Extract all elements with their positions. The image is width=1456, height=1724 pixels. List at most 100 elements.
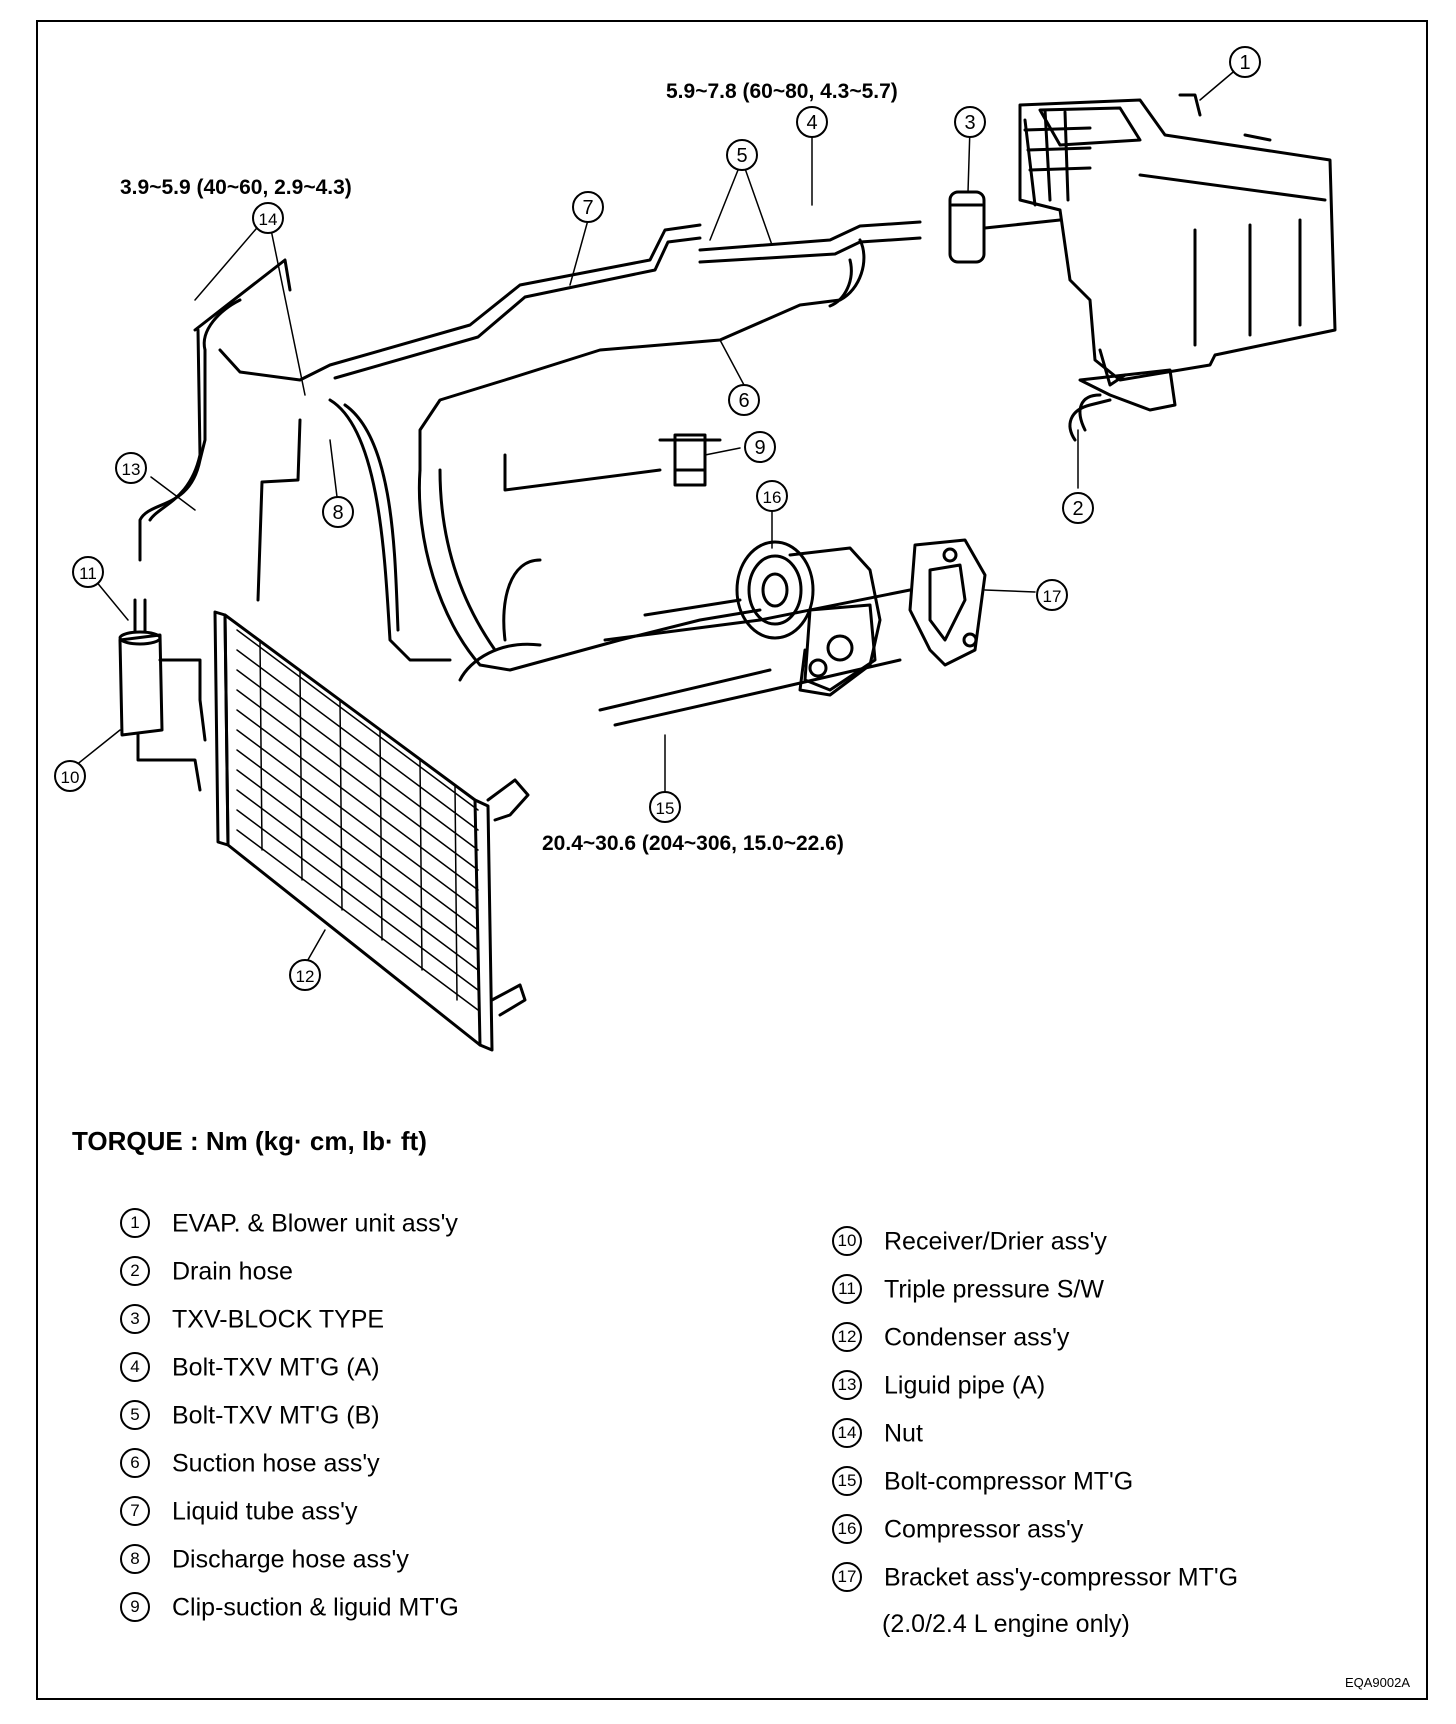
legend-text: Bolt-TXV MT'G (B): [172, 1401, 380, 1430]
legend-item: 12 Condenser ass'y: [832, 1312, 1238, 1360]
callout-6: 6: [728, 384, 760, 416]
legend-item: 3 TXV-BLOCK TYPE: [120, 1294, 459, 1342]
callout-12-num: 12: [296, 967, 315, 986]
callout-12: 12: [289, 959, 321, 991]
callout-4: 4: [796, 106, 828, 138]
legend-num: 12: [832, 1322, 862, 1353]
legend-num: 7: [120, 1496, 150, 1527]
legend-num: 17: [832, 1562, 862, 1593]
legend-num: 8: [120, 1544, 150, 1575]
legend-num: 10: [832, 1226, 862, 1257]
legend-text: Clip-suction & liguid MT'G: [172, 1593, 459, 1622]
legend-item: 10 Receiver/Drier ass'y: [832, 1216, 1238, 1264]
callout-2: 2: [1062, 492, 1094, 524]
clip-suction-liquid: [503, 433, 722, 492]
callout-13-num: 13: [122, 460, 141, 479]
legend-num: 3: [120, 1304, 150, 1335]
callout-8-num: 8: [332, 502, 343, 524]
refrigerant-lines: [138, 220, 922, 682]
callout-13: 13: [115, 452, 147, 484]
callout-1-num: 1: [1239, 52, 1250, 74]
torque-heading: TORQUE : Nm (kg· cm, lb· ft): [72, 1126, 427, 1156]
legend-item: 11 Triple pressure S/W: [832, 1264, 1238, 1312]
callout-9-num: 9: [754, 437, 765, 459]
callout-4-num: 4: [806, 112, 817, 134]
legend-num: 15: [832, 1466, 862, 1497]
legend-text: Discharge hose ass'y: [172, 1545, 409, 1574]
legend-item: 9 Clip-suction & liguid MT'G: [120, 1582, 459, 1630]
callout-8: 8: [322, 496, 354, 528]
callout-9: 9: [744, 431, 776, 463]
callout-5-num: 5: [736, 145, 747, 167]
legend-num: 1: [120, 1208, 150, 1239]
callout-15: 15: [649, 791, 681, 823]
legend-num: 14: [832, 1418, 862, 1449]
torque-spec-nut: 3.9~5.9 (40~60, 2.9~4.3): [120, 176, 352, 199]
legend-item: 15 Bolt-compressor MT'G: [832, 1456, 1238, 1504]
legend-item: 5 Bolt-TXV MT'G (B): [120, 1390, 459, 1438]
liquid-pipe-a: [148, 258, 292, 522]
callout-17: 17: [1036, 579, 1068, 611]
legend-num: 11: [832, 1274, 862, 1305]
legend-item: 7 Liquid tube ass'y: [120, 1486, 459, 1534]
callout-16: 16: [756, 480, 788, 512]
callout-16-num: 16: [763, 488, 782, 507]
drain-hose: [1068, 368, 1177, 442]
legend-num: 16: [832, 1514, 862, 1545]
callout-11-num: 11: [79, 564, 97, 583]
txv-block: [948, 190, 1062, 264]
callout-3: 3: [954, 106, 986, 138]
legend-right: 10 Receiver/Drier ass'y 11 Triple pressure…: [832, 1216, 1238, 1648]
legend-text: Bolt-compressor MT'G: [884, 1467, 1134, 1496]
torque-spec-compressor-bolt: 20.4~30.6 (204~306, 15.0~22.6): [542, 832, 844, 855]
callouts: 1 2 3 4 5 6 7 8 9 10 11 12 13 14 15 16 1…: [54, 46, 1261, 991]
compressor-bolts: [598, 588, 912, 727]
drawing-code: EQA9002A: [1344, 1675, 1410, 1690]
callout-5: 5: [726, 139, 758, 171]
legend-num: 6: [120, 1448, 150, 1479]
legend-text: Receiver/Drier ass'y: [884, 1227, 1107, 1256]
callout-10: 10: [54, 760, 86, 792]
condenser: [213, 610, 530, 1052]
legend-item: 2 Drain hose: [120, 1246, 459, 1294]
legend-text: Nut: [884, 1419, 923, 1448]
callout-14-num: 14: [259, 210, 278, 229]
leader-lines: [69, 61, 1246, 966]
callout-10-num: 10: [61, 768, 80, 787]
legend-num: 4: [120, 1352, 150, 1383]
legend-note: (2.0/2.4 L engine only): [882, 1610, 1130, 1638]
compressor-bracket: [908, 538, 987, 667]
legend-num: 2: [120, 1256, 150, 1287]
evap-blower-unit: [1018, 93, 1337, 387]
callout-11: 11: [72, 556, 104, 588]
legend-item: 17 Bracket ass'y-compressor MT'G: [832, 1552, 1238, 1600]
legend-text: EVAP. & Blower unit ass'y: [172, 1209, 458, 1238]
legend-num: 9: [120, 1592, 150, 1623]
legend-text: Liquid tube ass'y: [172, 1497, 358, 1526]
callout-3-num: 3: [964, 112, 975, 134]
legend-left: 1 EVAP. & Blower unit ass'y 2 Drain hose 3…: [120, 1198, 459, 1630]
legend-text: Triple pressure S/W: [884, 1275, 1104, 1304]
legend-item: 8 Discharge hose ass'y: [120, 1534, 459, 1582]
legend-text: Bolt-TXV MT'G (A): [172, 1353, 380, 1382]
legend-item: 14 Nut: [832, 1408, 1238, 1456]
receiver-drier: [118, 598, 207, 792]
legend-item: 1 EVAP. & Blower unit ass'y: [120, 1198, 459, 1246]
legend-text: Bracket ass'y-compressor MT'G: [884, 1563, 1239, 1592]
callout-15-num: 15: [656, 799, 675, 818]
legend-text: Drain hose: [172, 1257, 293, 1286]
legend-text: Condenser ass'y: [884, 1323, 1070, 1352]
callout-2-num: 2: [1072, 498, 1083, 520]
legend-item: 16 Compressor ass'y: [832, 1504, 1238, 1552]
callout-6-num: 6: [738, 390, 749, 412]
diagram-frame: [36, 20, 1428, 1700]
torque-spec-txv-bolt: 5.9~7.8 (60~80, 4.3~5.7): [666, 80, 898, 103]
legend-text: TXV-BLOCK TYPE: [172, 1305, 385, 1334]
callout-17-num: 17: [1043, 587, 1062, 606]
legend-num: 5: [120, 1400, 150, 1431]
callout-1: 1: [1229, 46, 1261, 78]
legend-text: Compressor ass'y: [884, 1515, 1084, 1544]
